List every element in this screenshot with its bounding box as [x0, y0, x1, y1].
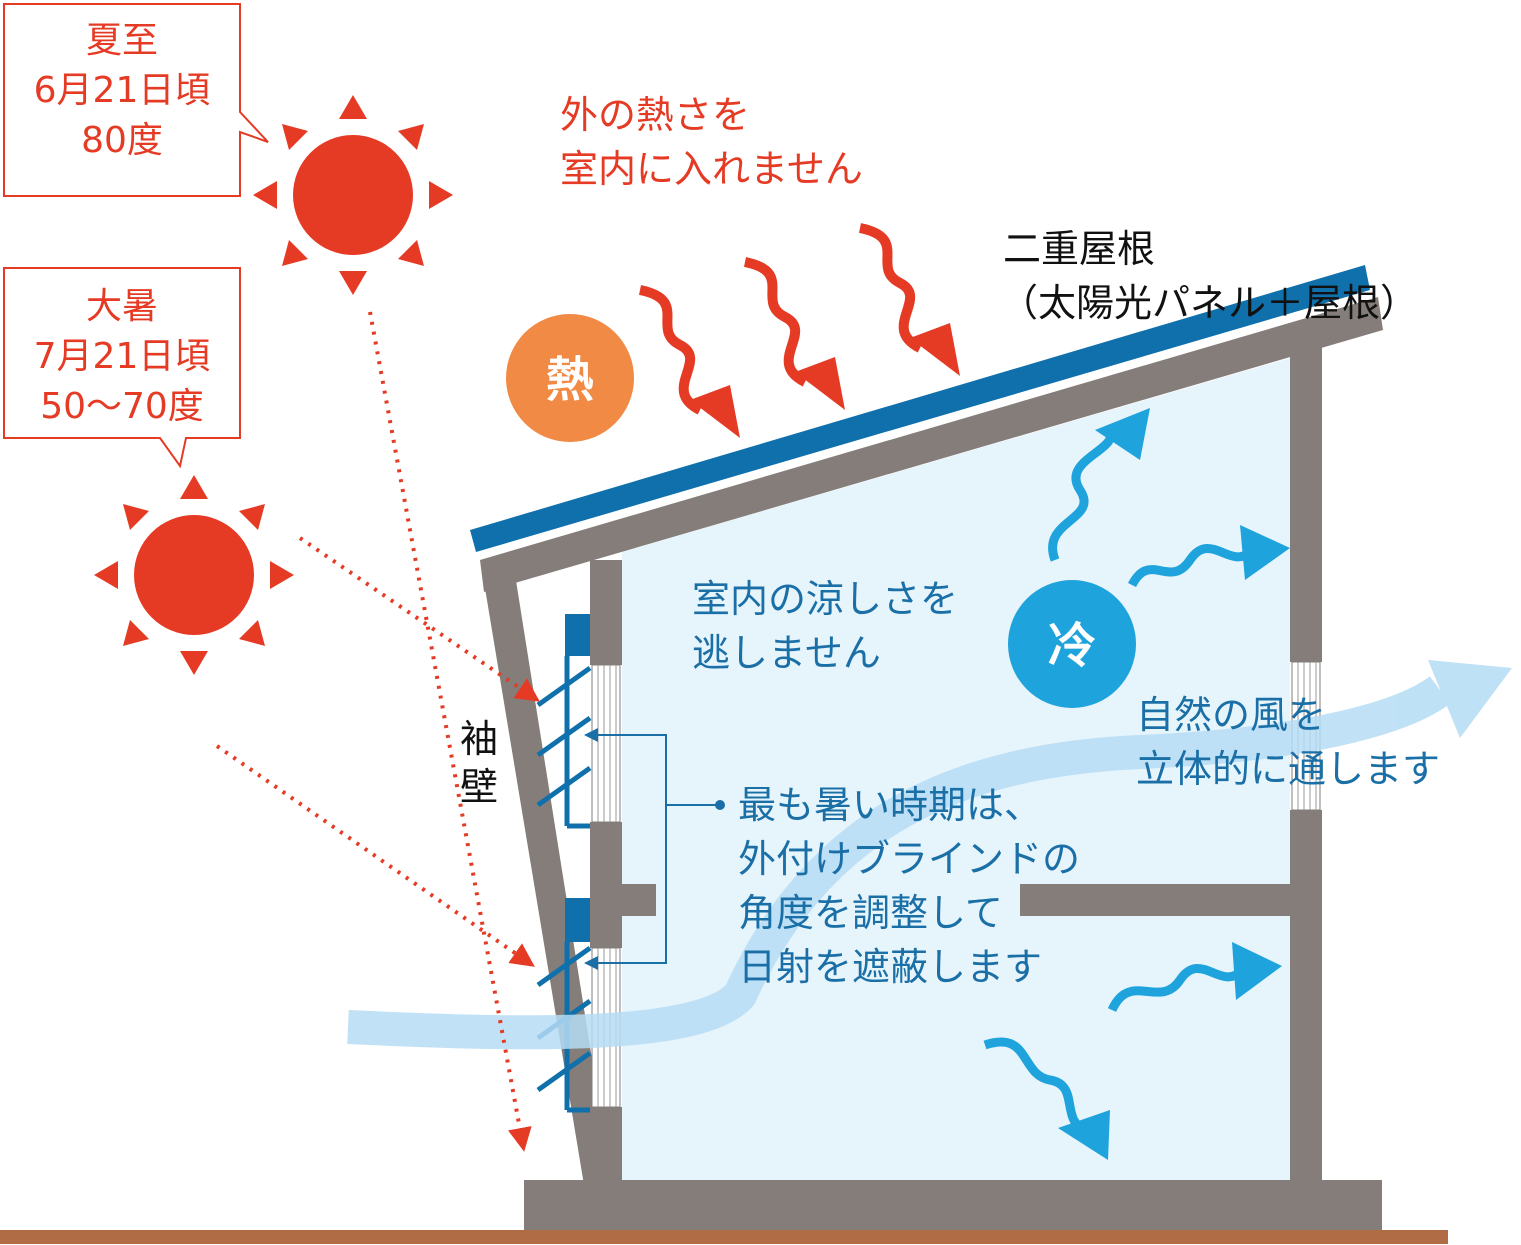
left-wall-lower [590, 1107, 622, 1182]
callout-taisho: 大暑 7月21日頃 50〜70度 [3, 267, 241, 469]
double-roof-line2: （太陽光パネル＋屋根） [1000, 281, 1418, 325]
sun-ray-mid-lower [215, 744, 535, 967]
sun-ray-mid-upper [298, 536, 540, 702]
heat-arrow-icon-1 [638, 285, 740, 438]
heat-badge [506, 314, 634, 442]
heat-arrow-icon-2 [743, 257, 845, 410]
roof-beam [480, 297, 1383, 592]
callout-summer-solstice: 夏至 6月21日頃 80度 [3, 3, 269, 197]
window-left-upper [591, 664, 621, 823]
right-wall-lower [1290, 810, 1322, 1182]
floor-ledge [590, 884, 656, 916]
cool-arrow-icon-2 [1128, 525, 1290, 588]
cold-badge [1008, 580, 1136, 708]
cold-badge-label: 冷 [1048, 618, 1096, 674]
callout-taisho-line1: 大暑 [86, 286, 158, 327]
blinds-line3: 角度を調整して [738, 891, 1003, 935]
sun-icon-taisho [94, 475, 294, 675]
blind-bracket [584, 728, 725, 970]
indoor-cool-line2: 逃しません [692, 631, 881, 675]
ground-line [0, 1230, 1448, 1244]
blinds-line1: 最も暑い時期は、 [738, 783, 1042, 827]
callout-taisho-line3: 50〜70度 [40, 386, 204, 427]
blinds-line4: 日射を遮蔽します [738, 945, 1042, 989]
side-wall-char1: 袖 [460, 717, 498, 761]
left-wall-upper [590, 560, 622, 665]
callout-taisho-line2: 7月21日頃 [34, 336, 211, 377]
outside-heat-line2: 室内に入れません [560, 147, 863, 191]
foundation [524, 1180, 1382, 1230]
right-wall-upper [1290, 342, 1322, 662]
solar-panel [470, 265, 1370, 552]
cool-arrow-icon-4 [983, 1037, 1110, 1160]
side-wall-char2: 壁 [460, 765, 498, 809]
callout-summer-line3: 80度 [81, 120, 163, 161]
floor-slab [1020, 884, 1322, 916]
sun-ray-high [368, 311, 532, 1152]
sun-icon-summer [253, 95, 453, 295]
cool-arrow-icon-1 [1048, 408, 1150, 562]
heat-arrow-icon-3 [858, 223, 960, 376]
wind-line1: 自然の風を [1136, 693, 1326, 737]
callout-summer-line1: 夏至 [86, 20, 158, 61]
outside-heat-line1: 外の熱さを [560, 93, 750, 137]
heat-badge-label: 熱 [546, 352, 594, 408]
cool-arrow-icon-3 [1107, 942, 1282, 1013]
double-roof-line1: 二重屋根 [1003, 227, 1155, 271]
wind-flow-arrow [347, 660, 1512, 1050]
wind-line2: 立体的に通します [1136, 747, 1440, 791]
indoor-cool-line1: 室内の涼しさを [692, 577, 958, 621]
callout-summer-line2: 6月21日頃 [34, 70, 211, 111]
blinds-line2: 外付けブラインドの [738, 837, 1080, 881]
external-blind-upper [536, 614, 592, 829]
